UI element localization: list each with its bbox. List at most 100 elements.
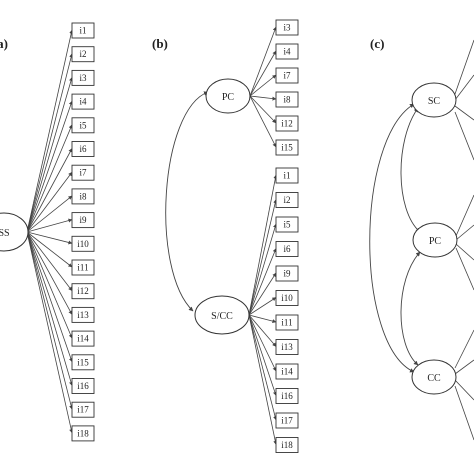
- factor-cc-label: CC: [427, 373, 441, 384]
- loading-arrow: [26, 231, 73, 292]
- loading-arrow: [26, 231, 73, 339]
- item-box: [71, 283, 95, 300]
- loading-arrow: [26, 231, 73, 245]
- factor-pc-ellipse: [412, 222, 458, 258]
- loading-arrow: [249, 74, 277, 97]
- covariance-pc-scc: [165, 91, 209, 312]
- factor-pc-ellipse: [205, 78, 251, 114]
- panel-b-items: i3i4i7i8i12i15i1i2i5i6i9i10i11i13i14i16i…: [275, 19, 299, 453]
- panel-a: (a) SS i1i2i3i4i5i6i7i8i9i10i11i12i13i14…: [0, 22, 95, 442]
- loading-arrow: [248, 174, 278, 316]
- panel-b: (b) PC S/CC i3i4i7i8i12i15i1i2i5i6i9i10i…: [152, 19, 299, 453]
- item-label: i12: [77, 286, 89, 296]
- loading-arrow: [248, 297, 277, 316]
- panel-a-items: i1i2i3i4i5i6i7i8i9i10i11i12i13i14i15i16i…: [71, 22, 95, 442]
- item-label: i13: [77, 310, 89, 320]
- item-label: i7: [79, 168, 87, 178]
- factor-cc-ellipse: [411, 359, 457, 395]
- loading-arrow: [249, 50, 277, 97]
- loading-arrow: [248, 223, 277, 316]
- item-box: [275, 412, 299, 429]
- loading-arrow: [248, 314, 277, 347]
- item-box: [275, 67, 299, 84]
- item-label: i2: [79, 49, 86, 59]
- panel-c-loading-line: [454, 329, 474, 369]
- item-label: i13: [281, 342, 293, 352]
- item-label: i10: [77, 239, 89, 249]
- item-box: [275, 339, 299, 355]
- panel-c-loading-line: [454, 379, 474, 401]
- panel-c-loading-line: [455, 194, 474, 237]
- panel-b-label: (b): [152, 36, 168, 51]
- item-label: i7: [283, 71, 291, 81]
- loading-arrow: [26, 231, 73, 363]
- panel-c-loading-line: [454, 385, 474, 441]
- loading-arrow: [249, 95, 277, 148]
- panel-c-loading-line: [454, 105, 474, 121]
- item-box: [275, 216, 299, 233]
- item-label: i5: [283, 220, 291, 230]
- item-label: i10: [281, 293, 293, 303]
- item-label: i15: [281, 143, 293, 153]
- item-box: [71, 22, 95, 39]
- loading-arrow: [26, 29, 74, 233]
- item-box: [71, 259, 95, 276]
- item-label: i16: [281, 391, 293, 401]
- loading-arrow: [26, 77, 73, 233]
- item-box: [71, 306, 95, 323]
- item-label: i4: [79, 97, 87, 107]
- item-box: [275, 314, 299, 331]
- item-label: i18: [281, 440, 293, 450]
- panel-c: (c) SC PC CC: [369, 36, 474, 441]
- loading-arrow: [248, 248, 277, 316]
- loading-arrow: [248, 272, 277, 316]
- item-box: [71, 46, 95, 63]
- item-label: i15: [77, 357, 89, 367]
- item-box: [71, 378, 95, 394]
- loading-arrow: [26, 195, 73, 233]
- loading-arrow: [248, 314, 278, 445]
- item-box: [71, 354, 95, 371]
- item-label: i16: [77, 381, 89, 391]
- loading-arrow: [26, 124, 73, 233]
- item-box: [275, 115, 299, 132]
- factor-ss-ellipse: [0, 212, 29, 252]
- loading-arrow: [248, 314, 277, 372]
- item-label: i5: [79, 120, 87, 130]
- covariance-sc-pc: [400, 107, 421, 233]
- loading-arrow: [26, 231, 73, 268]
- factor-sc-label: SC: [428, 96, 441, 107]
- panel-c-loading-line: [454, 74, 474, 101]
- loading-arrow: [249, 95, 277, 124]
- item-box: [275, 265, 299, 282]
- item-box: [71, 69, 95, 86]
- item-box: [275, 437, 299, 453]
- panel-c-loading-line: [455, 247, 474, 291]
- factor-sc-ellipse: [411, 82, 457, 118]
- factor-scc-label: S/CC: [211, 311, 233, 322]
- item-label: i6: [283, 244, 291, 254]
- loading-arrow: [26, 231, 74, 434]
- item-label: i6: [79, 144, 87, 154]
- loading-arrow: [248, 199, 278, 316]
- item-box: [71, 235, 95, 252]
- panel-c-label: (c): [370, 36, 384, 51]
- factor-pc-label: PC: [429, 236, 442, 247]
- factor-pc-label: PC: [222, 92, 235, 103]
- loading-arrow: [26, 100, 73, 233]
- loading-arrow: [26, 231, 74, 410]
- item-box: [71, 117, 95, 134]
- item-box: [275, 43, 299, 60]
- loading-arrow: [26, 148, 73, 233]
- item-label: i9: [79, 215, 87, 225]
- loading-arrow: [26, 171, 73, 233]
- item-label: i4: [283, 47, 291, 57]
- item-box: [71, 330, 95, 347]
- item-label: i11: [77, 263, 88, 273]
- item-box: [275, 363, 299, 380]
- loading-arrow: [26, 231, 73, 386]
- loading-arrow: [249, 95, 277, 101]
- item-box: [71, 212, 95, 229]
- loading-arrow: [248, 314, 277, 396]
